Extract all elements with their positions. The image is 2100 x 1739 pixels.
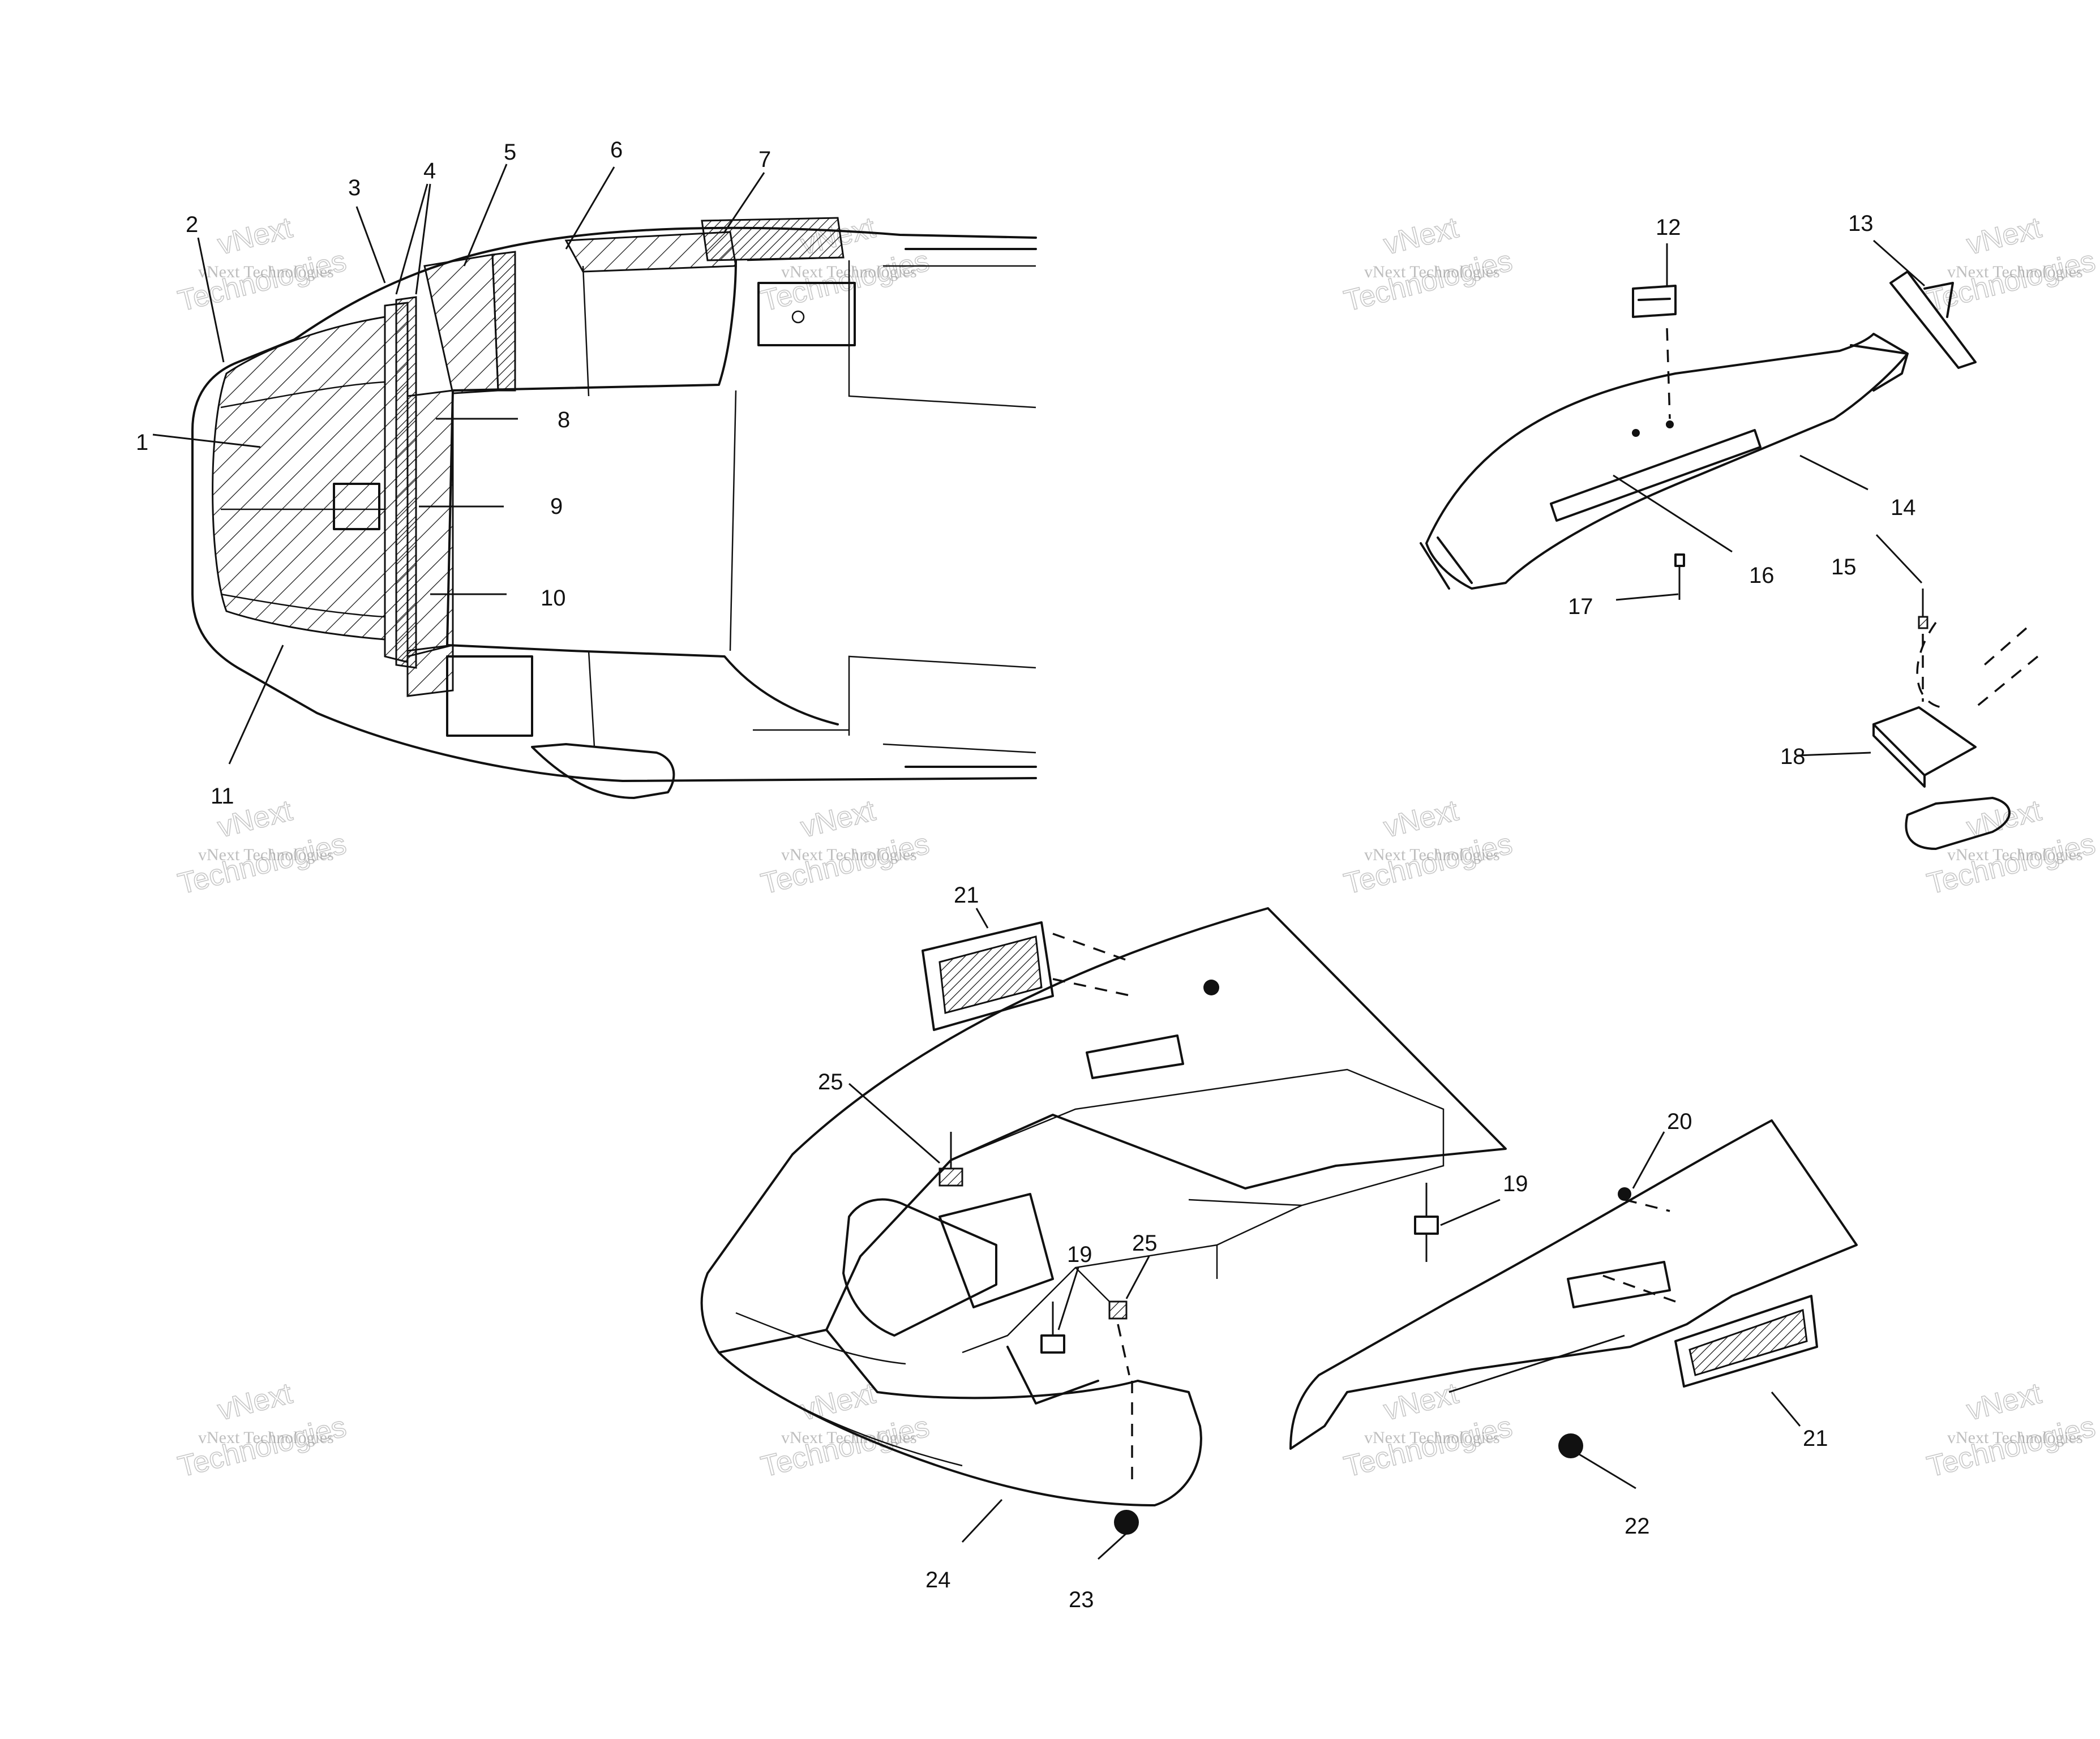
watermark-text: vNext Technologies [198, 845, 334, 864]
watermark-text: vNext [215, 211, 296, 261]
watermark-text: Technologies [1924, 244, 2099, 318]
watermark-text: vNext [798, 1377, 879, 1427]
watermark-text: vNext [798, 794, 879, 844]
callout-20: 20 [1667, 1109, 1692, 1134]
watermark-text: vNext Technologies [198, 263, 334, 281]
watermark-text: vNext [215, 1377, 296, 1427]
callout-3: 3 [348, 175, 361, 200]
callout-16: 16 [1749, 563, 1775, 588]
callout-2: 2 [186, 212, 198, 237]
callout-6: 6 [610, 138, 623, 162]
watermark-text: vNext [1381, 211, 1462, 261]
callout-19-right: 19 [1503, 1171, 1528, 1196]
callout-12: 12 [1656, 215, 1681, 240]
callout-8: 8 [558, 407, 570, 432]
watermark-text: vNext [1964, 1377, 2045, 1427]
callout-4: 4 [423, 158, 436, 183]
watermark-text: vNext Technologies [781, 845, 917, 864]
side-panel-assembly [1420, 239, 2039, 850]
watermark-text: Technologies [175, 1410, 350, 1484]
watermark-text: Technologies [758, 827, 933, 901]
hood-assembly [152, 164, 1037, 799]
watermark-text: vNext Technologies [1364, 1428, 1500, 1447]
callout-5: 5 [504, 140, 516, 165]
watermark-text: Technologies [1341, 827, 1516, 901]
callout-10: 10 [541, 586, 566, 611]
belly-pan-assembly [700, 907, 1858, 1560]
grille-right [1596, 1272, 1818, 1388]
watermark-text: vNext [1381, 794, 1462, 844]
callout-11: 11 [211, 784, 234, 809]
watermark-text: Technologies [1341, 1410, 1516, 1484]
callout-9: 9 [550, 494, 563, 519]
watermark-text: Technologies [1341, 244, 1516, 318]
watermark-text: vNext Technologies [1947, 263, 2083, 281]
callout-14: 14 [1891, 495, 1916, 520]
watermark-text: vNext Technologies [198, 1428, 334, 1447]
callout-15: 15 [1831, 555, 1857, 579]
callout-19-left: 19 [1067, 1242, 1092, 1267]
watermark-text: vNext Technologies [1947, 845, 2083, 864]
watermark-text: Technologies [758, 1410, 933, 1484]
callout-25-left: 25 [818, 1070, 843, 1094]
callout-22: 22 [1625, 1514, 1650, 1539]
callout-24: 24 [925, 1568, 951, 1592]
watermark-text: Technologies [175, 827, 350, 901]
watermark-text: vNext Technologies [1364, 263, 1500, 281]
callout-18: 18 [1780, 744, 1806, 769]
callout-25-right: 25 [1132, 1231, 1158, 1256]
callout-23: 23 [1069, 1587, 1094, 1612]
grille-left [922, 921, 1133, 1031]
watermark-text: vNext [1964, 211, 2045, 261]
callout-17: 17 [1568, 594, 1593, 619]
callout-21-left: 21 [954, 883, 979, 908]
callout-1: 1 [136, 430, 148, 455]
watermark-text: Technologies [1924, 827, 2099, 901]
callout-21-right: 21 [1803, 1426, 1828, 1451]
callout-labels: 1 2 3 4 5 6 7 8 9 10 11 12 13 14 15 16 1… [136, 138, 1916, 1612]
callout-13: 13 [1848, 211, 1874, 236]
watermark-text: vNext Technologies [1364, 845, 1500, 864]
callout-7: 7 [758, 147, 771, 172]
watermark-text: vNext Technologies [1947, 1428, 2083, 1447]
watermark-text: Technologies [1924, 1410, 2099, 1484]
